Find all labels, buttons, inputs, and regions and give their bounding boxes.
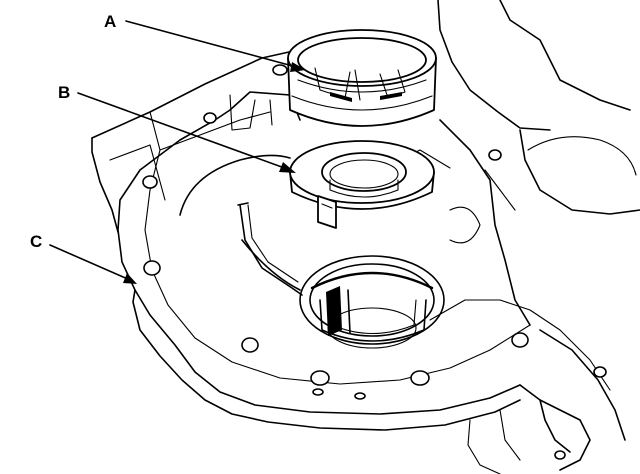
arrowhead-b	[279, 162, 296, 173]
sleeve-a	[287, 29, 437, 127]
callout-b: B	[58, 83, 296, 173]
bolt-hole	[554, 450, 566, 460]
callout-label-c: C	[30, 232, 42, 251]
arrowhead-a	[290, 62, 306, 72]
bolt-hole	[272, 64, 288, 76]
arrowhead-c	[123, 273, 137, 284]
bolt-hole	[410, 370, 430, 386]
bolt-hole	[488, 149, 502, 161]
callout-a: A	[104, 12, 306, 72]
callout-c: C	[30, 232, 137, 284]
bolt-hole	[354, 392, 366, 400]
callout-label-a: A	[104, 12, 116, 31]
bearing-bore	[299, 255, 445, 349]
ring-b	[289, 140, 435, 229]
bolt-hole	[241, 337, 259, 353]
leader-line-a	[125, 20, 301, 69]
leader-line-c	[49, 244, 131, 281]
housing-casting	[91, 0, 640, 474]
bolt-hole	[511, 332, 529, 348]
bolt-hole	[143, 260, 161, 276]
bolt-hole	[142, 175, 158, 189]
leader-line-b	[77, 92, 291, 171]
callout-label-b: B	[58, 83, 70, 102]
bolt-hole	[312, 388, 324, 396]
bolt-hole	[310, 370, 330, 386]
bolt-hole	[593, 366, 607, 378]
bolt-hole	[203, 112, 217, 124]
